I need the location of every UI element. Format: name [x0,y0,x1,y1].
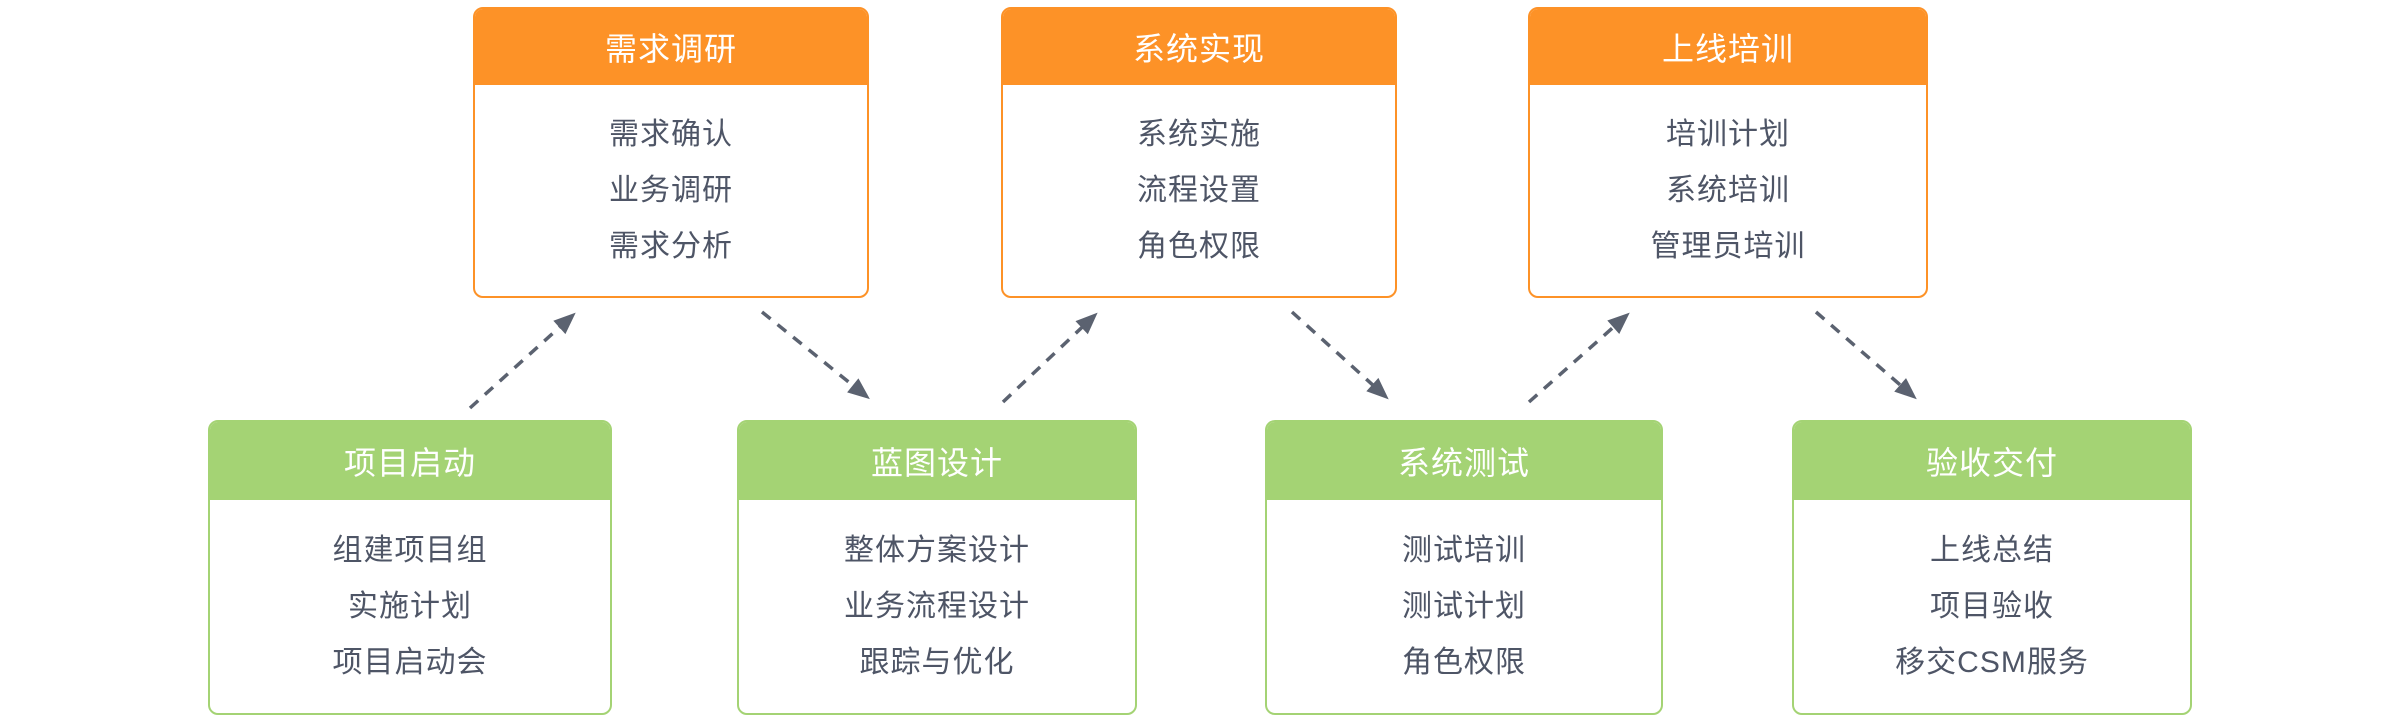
stage-item: 业务流程设计 [844,589,1030,623]
stage-item: 系统培训 [1666,173,1790,207]
stage-header: 需求调研 [475,9,867,85]
stage-item: 测试培训 [1402,533,1526,567]
stage-title: 上线培训 [1661,31,1794,67]
stage-body: 需求确认 业务调研 需求分析 [475,85,867,296]
stage-body: 组建项目组 实施计划 项目启动会 [210,500,610,713]
stage-card-requirements-research: 需求调研 需求确认 业务调研 需求分析 [473,7,869,298]
stage-item: 培训计划 [1666,117,1790,151]
flow-arrow-6-down [1814,310,1917,400]
stage-item: 业务调研 [609,173,733,207]
stage-item: 组建项目组 [332,533,488,567]
stage-card-launch-training: 上线培训 培训计划 系统培训 管理员培训 [1528,7,1928,298]
stage-header: 系统测试 [1267,422,1661,500]
stage-card-acceptance-delivery: 验收交付 上线总结 项目验收 移交CSM服务 [1792,420,2192,715]
stage-card-system-testing: 系统测试 测试培训 测试计划 角色权限 [1265,420,1663,715]
stage-title: 系统实现 [1132,31,1265,67]
stage-body: 系统实施 流程设置 角色权限 [1003,85,1395,296]
stage-header: 系统实现 [1003,9,1395,85]
stage-body: 上线总结 项目验收 移交CSM服务 [1794,500,2190,713]
stage-item: 管理员培训 [1650,229,1806,263]
stage-item: 跟踪与优化 [859,645,1015,679]
stage-card-project-kickoff: 项目启动 组建项目组 实施计划 项目启动会 [208,420,612,715]
stage-body: 测试培训 测试计划 角色权限 [1267,500,1661,713]
stage-item: 整体方案设计 [844,533,1030,567]
stage-item: 系统实施 [1137,117,1261,151]
stage-item: 需求分析 [609,229,733,263]
stage-title: 项目启动 [343,445,476,481]
stage-item: 实施计划 [348,589,472,623]
stage-header: 上线培训 [1530,9,1926,85]
stage-item: 需求确认 [609,117,733,151]
flow-arrow-4-down [1290,310,1389,400]
stage-item: 角色权限 [1402,645,1526,679]
stage-header: 蓝图设计 [739,422,1135,500]
stage-header: 验收交付 [1794,422,2190,500]
flow-arrow-3-up [1001,312,1098,404]
stage-body: 培训计划 系统培训 管理员培训 [1530,85,1926,296]
stage-item: 测试计划 [1402,589,1526,623]
flow-arrow-2-down [760,310,870,400]
flow-arrow-5-up [1527,312,1630,404]
stage-title: 蓝图设计 [870,445,1003,481]
stage-item: 上线总结 [1930,533,2054,567]
stage-title: 系统测试 [1397,445,1530,481]
stage-title: 需求调研 [604,31,737,67]
stage-body: 整体方案设计 业务流程设计 跟踪与优化 [739,500,1135,713]
stage-item: 项目验收 [1930,589,2054,623]
stage-card-system-implementation: 系统实现 系统实施 流程设置 角色权限 [1001,7,1397,298]
stage-item: 移交CSM服务 [1895,645,2089,679]
stage-title: 验收交付 [1925,445,2058,481]
stage-card-blueprint-design: 蓝图设计 整体方案设计 业务流程设计 跟踪与优化 [737,420,1137,715]
stage-header: 项目启动 [210,422,610,500]
stage-item: 流程设置 [1137,173,1261,207]
flow-arrow-1-up [468,312,576,410]
stage-item: 项目启动会 [332,645,488,679]
stage-item: 角色权限 [1137,229,1261,263]
